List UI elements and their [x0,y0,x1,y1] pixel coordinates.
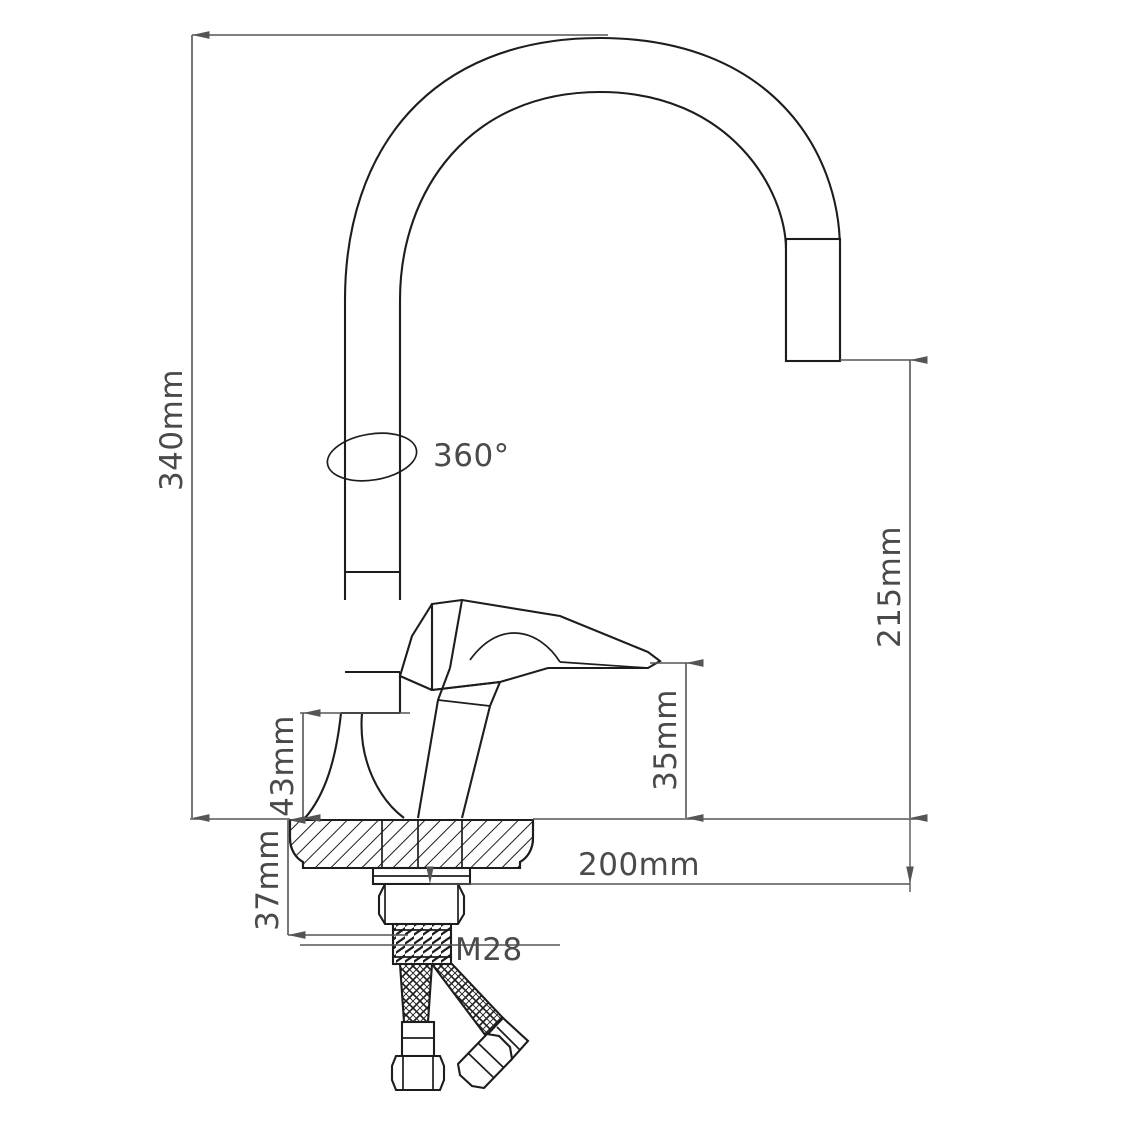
dimension-label-43mm: 43mm [265,715,301,817]
lever-handle [398,598,662,819]
dimension-label-200mm: 200mm [578,847,700,883]
mounting-shank [371,866,472,926]
dimension-label-340mm: 340mm [154,369,190,491]
dimension-handle-height: 35mm [648,659,704,822]
counter-deck [190,818,920,870]
annotation-label-360: 360° [433,438,510,474]
swivel-collar [326,432,418,482]
dimension-label-215mm: 215mm [872,526,908,648]
spout-outlet [784,237,842,363]
hose-connector-right [456,1016,530,1090]
hose-connector-left [390,1020,446,1092]
threaded-section [391,922,453,966]
dimension-spout-reach: 200mm [426,819,914,892]
dimension-base-height: 43mm [265,709,321,822]
faucet-base [300,672,410,819]
spout-column [345,570,400,674]
dimension-overall-height: 340mm [154,31,608,822]
dimension-spout-outlet-height: 215mm [840,356,928,822]
annotation-label-m28: M28 [455,932,523,968]
dimension-label-37mm: 37mm [250,829,286,931]
annotation-thread-m28: M28 [300,932,560,968]
dimension-label-35mm: 35mm [648,689,684,791]
dimension-shank-length: 37mm [250,816,408,939]
annotation-swivel-360: 360° [433,438,510,474]
supply-hose-right [429,962,505,1038]
supply-hose-left [398,962,434,1024]
gooseneck-spout [343,36,842,600]
